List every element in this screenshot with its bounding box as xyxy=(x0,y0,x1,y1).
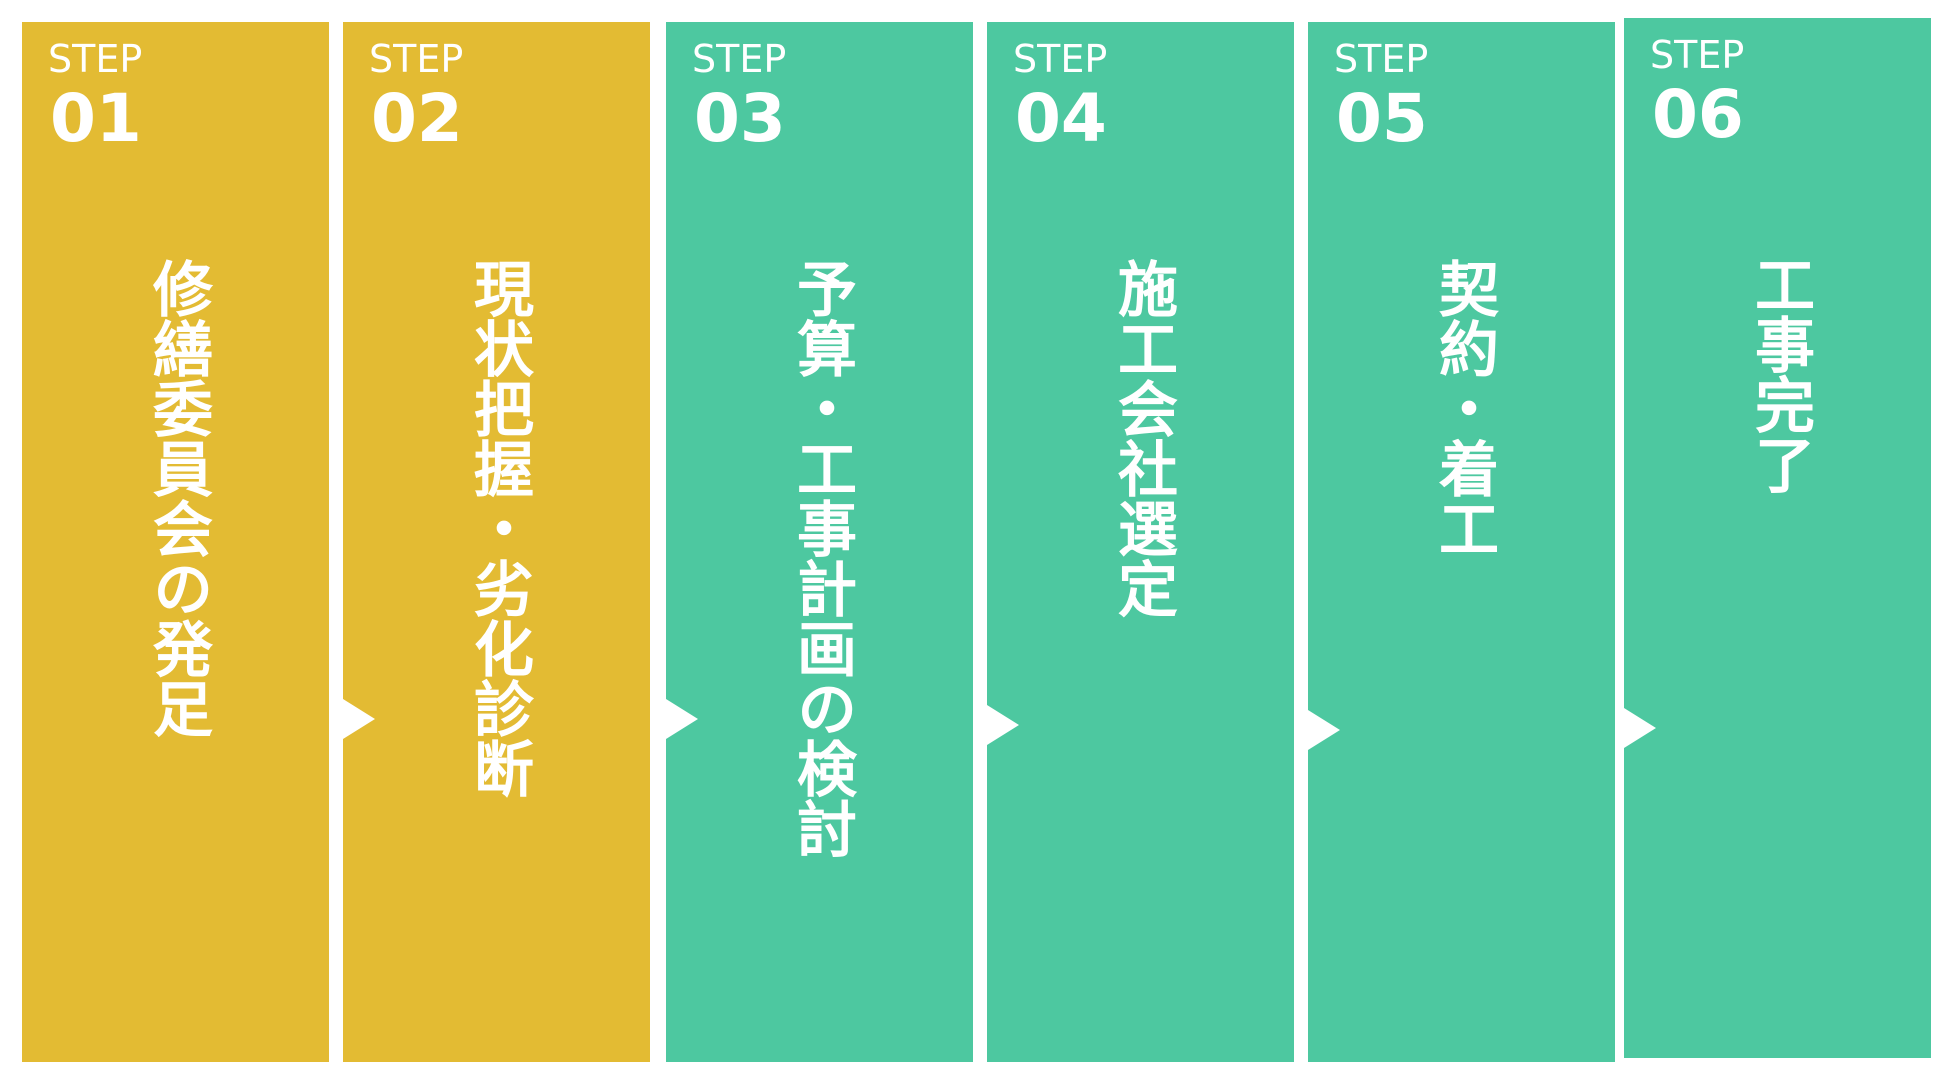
step-number: 05 xyxy=(1336,80,1428,157)
step-label: STEP xyxy=(1013,37,1108,81)
step-06-panel: STEP 06 工事完了 xyxy=(1624,18,1931,1058)
step-title: 現状把握・劣化診断 xyxy=(463,258,534,798)
arrow-right-icon xyxy=(343,699,375,739)
step-label: STEP xyxy=(48,37,143,81)
step-title: 契約・着工 xyxy=(1428,258,1499,558)
step-title: 修繕委員会の発足 xyxy=(142,258,213,738)
step-label: STEP xyxy=(369,37,464,81)
step-label: STEP xyxy=(1334,37,1429,81)
step-title: 予算・工事計画の検討 xyxy=(786,258,857,858)
step-05-panel: STEP 05 契約・着工 xyxy=(1308,22,1615,1062)
step-label: STEP xyxy=(692,37,787,81)
step-number: 01 xyxy=(50,80,142,157)
step-number: 02 xyxy=(371,80,463,157)
step-03-panel: STEP 03 予算・工事計画の検討 xyxy=(666,22,973,1062)
step-title: 工事完了 xyxy=(1744,254,1815,494)
step-04-panel: STEP 04 施工会社選定 xyxy=(987,22,1294,1062)
step-number: 03 xyxy=(694,80,786,157)
step-number: 04 xyxy=(1015,80,1107,157)
step-02-panel: STEP 02 現状把握・劣化診断 xyxy=(343,22,650,1062)
arrow-right-icon xyxy=(1624,708,1656,748)
step-number: 06 xyxy=(1652,76,1744,153)
arrow-right-icon xyxy=(1308,710,1340,750)
arrow-right-icon xyxy=(666,699,698,739)
step-label: STEP xyxy=(1650,33,1745,77)
step-title: 施工会社選定 xyxy=(1107,258,1178,618)
arrow-right-icon xyxy=(987,705,1019,745)
step-01-panel: STEP 01 修繕委員会の発足 xyxy=(22,22,329,1062)
